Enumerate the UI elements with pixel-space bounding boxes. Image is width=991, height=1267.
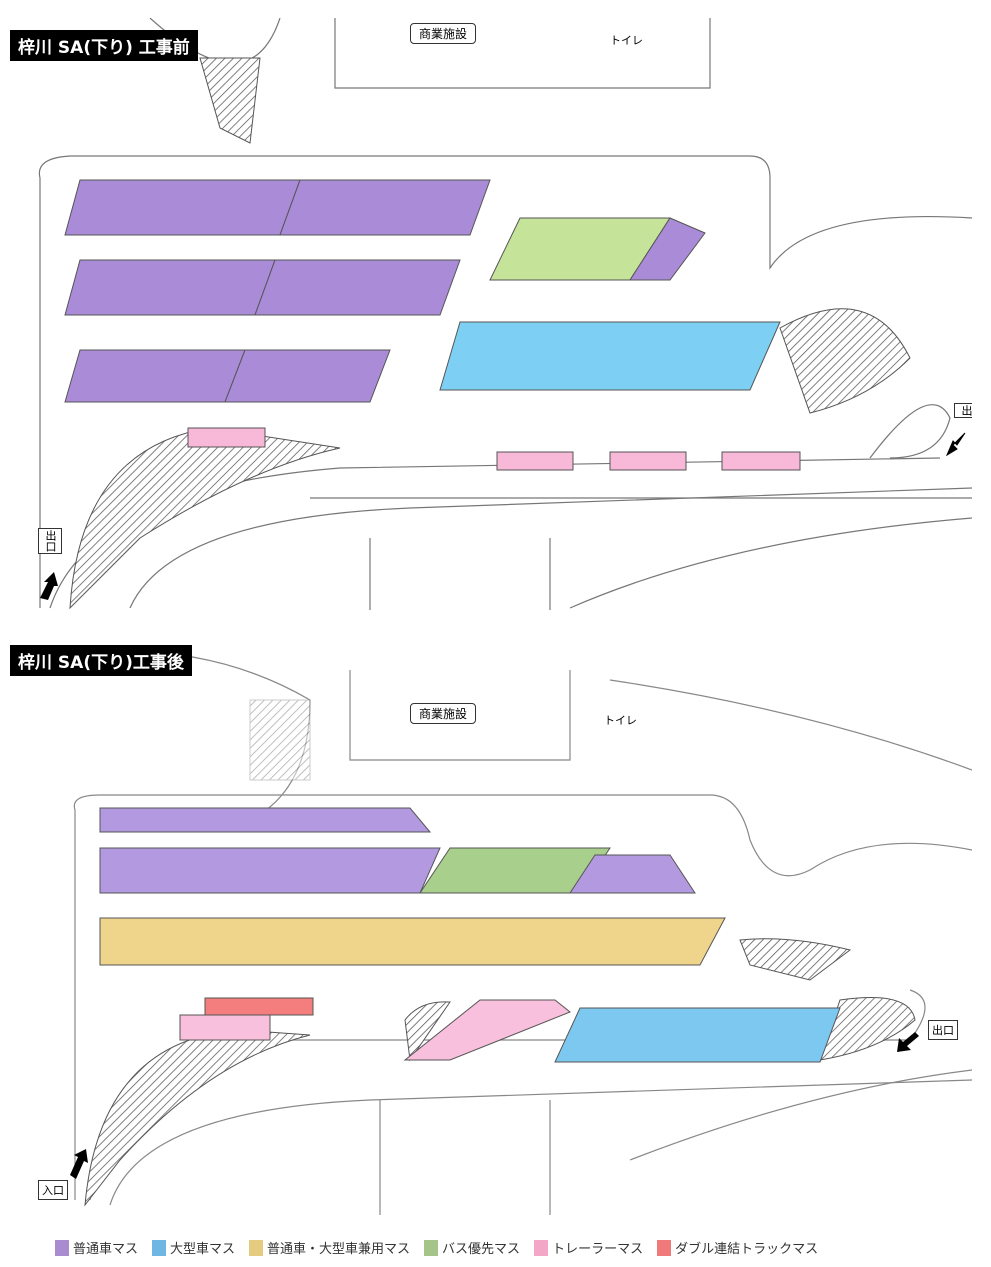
- legend-swatch: [152, 1239, 167, 1256]
- legend-label: 大型車マス: [170, 1242, 236, 1257]
- legend-swatch: [55, 1239, 69, 1256]
- trailer-block: [609, 451, 687, 471]
- legend-swatch: [534, 1239, 549, 1256]
- map-title: 梓川 SA(下り) 工事前: [10, 30, 198, 61]
- hatched-island: [819, 997, 916, 1061]
- parking-blocks: [99, 807, 841, 1063]
- exit-label-left: 出口: [38, 528, 62, 554]
- large-vehicle-block: [439, 321, 781, 391]
- legend: 普通車マス 大型車マス 普通車・大型車兼用マス バス優先マス トレーラーマス ダ…: [55, 1238, 818, 1257]
- legend-item: 普通車・大型車兼用マス: [249, 1238, 410, 1257]
- legend-swatch: [424, 1239, 439, 1256]
- regular-car-block: [64, 259, 276, 316]
- legend-label: 普通車マス: [73, 1242, 139, 1257]
- regular-car-block: [224, 349, 391, 403]
- legend-item: 普通車マス: [55, 1238, 138, 1257]
- regular-car-block: [64, 349, 246, 403]
- exit-arrow: [897, 1032, 919, 1052]
- hatched-island: [249, 699, 311, 781]
- entrance-label: 入口: [38, 1180, 68, 1200]
- map-after: 梓川 SA(下り)工事後 商業施設 トイレ 出口 入口: [10, 640, 972, 1215]
- double-truck-block: [204, 997, 314, 1016]
- trailer-block: [403, 999, 571, 1061]
- legend-label: 普通車・大型車兼用マス: [267, 1242, 411, 1257]
- hatched-island: [779, 308, 911, 414]
- toilet-label: トイレ: [604, 714, 637, 727]
- exit-label: 出: [954, 403, 972, 418]
- legend-item: バス優先マス: [424, 1238, 520, 1257]
- large-vehicle-block: [554, 1007, 841, 1063]
- map-after-drawing: [29, 650, 972, 1215]
- trailer-block: [496, 451, 574, 471]
- legend-label: ダブル連結トラックマス: [675, 1242, 819, 1257]
- regular-car-block: [99, 807, 432, 833]
- legend-item: ダブル連結トラックマス: [657, 1238, 818, 1257]
- regular-car-block: [629, 217, 706, 281]
- regular-car-block: [99, 847, 441, 894]
- regular-car-block: [64, 179, 301, 236]
- parking-blocks: [64, 179, 801, 471]
- regular-car-block: [279, 179, 491, 236]
- hatched-islands: [84, 699, 916, 1207]
- legend-label: トレーラーマス: [552, 1242, 644, 1257]
- hatched-islands: [69, 57, 911, 610]
- exit-arrow: [40, 572, 58, 600]
- toilet-label: トイレ: [610, 34, 643, 47]
- map-title: 梓川 SA(下り)工事後: [10, 645, 192, 676]
- legend-swatch: [657, 1239, 672, 1256]
- shared-car-large-block: [99, 917, 726, 966]
- exit-label: 出口: [928, 1020, 958, 1040]
- hatched-island: [199, 57, 261, 144]
- legend-swatch: [249, 1239, 264, 1256]
- hatched-island: [404, 1001, 451, 1062]
- trailer-block: [721, 451, 801, 471]
- commercial-facility-label: 商業施設: [410, 23, 477, 44]
- map-before: 梓川 SA(下り) 工事前 商業施設 トイレ 出 出口: [10, 18, 972, 610]
- legend-item: トレーラーマス: [534, 1238, 643, 1257]
- regular-car-block: [569, 854, 696, 894]
- trailer-block: [179, 1014, 271, 1041]
- map-before-drawing: [38, 18, 972, 610]
- legend-label: バス優先マス: [442, 1242, 521, 1257]
- entrance-arrow: [70, 1149, 88, 1179]
- exit-arrow: [945, 432, 966, 457]
- hatched-island: [739, 938, 852, 981]
- legend-item: 大型車マス: [152, 1238, 235, 1257]
- regular-car-block: [254, 259, 461, 316]
- trailer-block: [187, 427, 266, 448]
- hatched-island: [84, 1029, 311, 1207]
- commercial-facility-label: 商業施設: [410, 703, 477, 724]
